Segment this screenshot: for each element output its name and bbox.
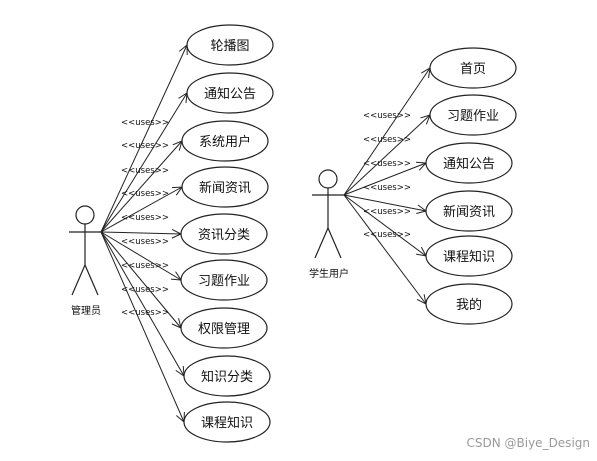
- student-use-case-label: 课程知识: [443, 249, 495, 265]
- admin-association-line: [100, 231, 182, 235]
- admin-use-case-label: 权限管理: [198, 321, 250, 337]
- student-uses-label: <<uses>>: [363, 207, 411, 217]
- student-use-case-ellipse: [425, 235, 513, 277]
- admin-uses-label: <<uses>>: [121, 308, 169, 318]
- student-uses-label: <<uses>>: [363, 111, 411, 121]
- student-use-case-ellipse: [429, 47, 517, 89]
- admin-actor-figure: 管理员: [69, 205, 101, 317]
- admin-uses-label: <<uses>>: [121, 166, 169, 176]
- admin-uses-label: <<uses>>: [121, 118, 169, 128]
- student-use-case-label: 习题作业: [447, 109, 499, 124]
- admin-uses-label: <<uses>>: [121, 141, 169, 151]
- admin-association-line: [100, 231, 185, 423]
- admin-association-line: [100, 231, 182, 329]
- admin-use-case-label: 轮播图: [210, 39, 249, 54]
- admin-uses-label: <<uses>>: [121, 285, 169, 295]
- student-association-line: [343, 67, 431, 196]
- admin-association-line: [100, 92, 188, 233]
- student-use-case-ellipse: [425, 190, 513, 232]
- student-actor-label: 学生用户: [309, 267, 349, 280]
- student-association-line: [343, 194, 427, 305]
- admin-use-case-label: 资讯分类: [198, 228, 250, 243]
- student-use-case-ellipse: [425, 283, 513, 325]
- student-uses-label: <<uses>>: [363, 230, 411, 240]
- student-use-case-label: 我的: [456, 297, 482, 313]
- student-uses-label: <<uses>>: [363, 159, 411, 169]
- admin-use-case-label: 习题作业: [198, 274, 250, 289]
- admin-association-line: [100, 140, 183, 233]
- student-use-case-ellipse: [425, 142, 513, 184]
- admin-use-case-label: 通知公告: [204, 86, 256, 102]
- admin-use-case-ellipse: [181, 166, 269, 208]
- admin-uses-label: <<uses>>: [121, 189, 169, 199]
- admin-actor-head: [75, 205, 95, 225]
- student-association-line: [343, 114, 431, 196]
- student-association-line: [343, 194, 427, 257]
- admin-use-case-label: 知识分类: [201, 369, 253, 385]
- admin-use-case-label: 课程知识: [201, 415, 253, 431]
- admin-actor-leg-left: [71, 264, 86, 296]
- student-actor-leg-right: [327, 227, 342, 259]
- admin-actor-label: 管理员: [71, 304, 101, 317]
- admin-use-case-ellipse: [180, 213, 268, 255]
- admin-use-case-ellipse: [181, 120, 269, 162]
- admin-use-case-ellipse: [186, 72, 274, 114]
- admin-use-case-ellipse: [186, 24, 274, 66]
- student-use-case-label: 首页: [460, 62, 486, 77]
- student-uses-label: <<uses>>: [363, 135, 411, 145]
- student-actor-leg-left: [314, 227, 329, 259]
- student-actor-figure: 学生用户: [309, 169, 349, 280]
- admin-association-line: [100, 44, 188, 233]
- admin-use-case-label: 系统用户: [199, 134, 251, 150]
- admin-use-case-ellipse: [180, 307, 268, 349]
- student-association-line: [343, 162, 427, 196]
- admin-uses-label: <<uses>>: [121, 237, 169, 247]
- student-association-line: [343, 194, 427, 212]
- watermark: CSDN @Biye_Design: [466, 436, 590, 450]
- student-uses-label: <<uses>>: [363, 183, 411, 193]
- student-actor-head: [318, 169, 338, 189]
- admin-actor-leg-right: [84, 264, 99, 296]
- admin-use-case-label: 新闻资讯: [199, 180, 251, 196]
- admin-association-line: [100, 231, 182, 281]
- student-use-case-label: 新闻资讯: [443, 204, 495, 220]
- admin-association-line: [100, 186, 183, 233]
- admin-association-line: [100, 231, 185, 377]
- admin-uses-label: <<uses>>: [121, 261, 169, 271]
- admin-use-case-ellipse: [183, 401, 271, 443]
- admin-use-case-ellipse: [180, 259, 268, 301]
- admin-uses-label: <<uses>>: [121, 213, 169, 223]
- student-use-case-label: 通知公告: [443, 156, 495, 172]
- admin-use-case-ellipse: [183, 355, 271, 397]
- student-use-case-ellipse: [429, 94, 517, 136]
